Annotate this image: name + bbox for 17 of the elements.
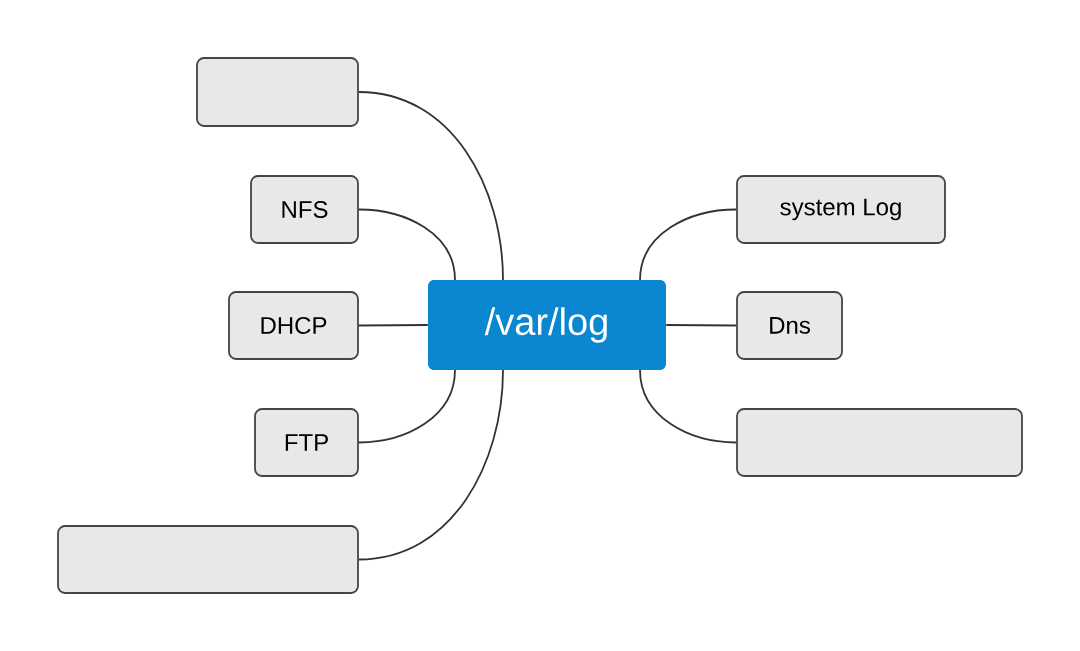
connector-line xyxy=(358,208,456,281)
topic-box: system Log xyxy=(736,175,946,244)
connector-line xyxy=(358,91,504,281)
topic-box xyxy=(196,57,359,127)
connector-line xyxy=(665,324,737,327)
topic-box: NFS xyxy=(250,175,359,244)
connector-line xyxy=(639,208,737,281)
topic-box xyxy=(57,525,359,594)
topic-box: Dns xyxy=(736,291,843,360)
connector-line xyxy=(639,369,737,444)
connector-line xyxy=(358,369,456,444)
connector-line xyxy=(358,324,429,327)
connector-line xyxy=(358,369,504,561)
topic-box: DHCP xyxy=(228,291,359,360)
central-topic-box: /var/log xyxy=(428,280,666,370)
topic-box xyxy=(736,408,1023,477)
topic-box: FTP xyxy=(254,408,359,477)
